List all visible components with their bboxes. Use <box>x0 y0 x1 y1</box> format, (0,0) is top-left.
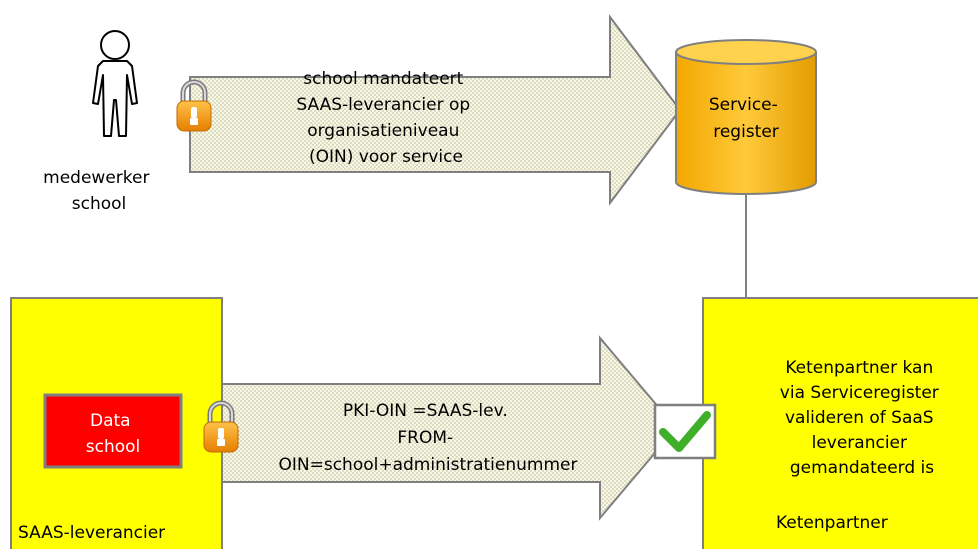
top-arrow-line-3: organisatieniveau <box>307 121 459 141</box>
ketenpartner-line-3: valideren of SaaS <box>785 408 934 428</box>
ketenpartner-line-2: via Serviceregister <box>780 383 939 403</box>
saas-leverancier-label: SAAS-leverancier <box>18 523 165 543</box>
padlock-icon <box>203 400 239 453</box>
top-arrow-line-1: school mandateert <box>303 69 463 89</box>
database-cylinder-icon <box>675 39 817 195</box>
data-school-box <box>43 393 183 469</box>
bottom-arrow-line-3: OIN=school+administratienummer <box>279 455 578 475</box>
top-arrow-line-4: (OIN) voor service <box>309 147 463 167</box>
top-arrow-text: school mandateert SAAS-leverancier op or… <box>296 69 475 167</box>
ketenpartner-line-5: gemandateerd is <box>790 458 934 478</box>
actor-name-line-1: medewerker <box>43 168 149 188</box>
top-arrow-line-2: SAAS-leverancier op <box>296 95 470 115</box>
service-register-line-2: register <box>713 122 779 142</box>
ketenpartner-description: Ketenpartner kan via Serviceregister val… <box>780 358 944 478</box>
ketenpartner-line-4: leverancier <box>812 433 907 453</box>
bottom-arrow-text: PKI-OIN =SAAS-lev. FROM- OIN=school+admi… <box>279 401 578 475</box>
top-arrow <box>189 14 682 206</box>
actor-name: medewerker school <box>43 168 155 214</box>
actor-name-line-2: school <box>72 194 127 214</box>
bottom-arrow-line-1: PKI-OIN =SAAS-lev. <box>343 401 508 421</box>
ketenpartner-line-1: Ketenpartner kan <box>785 358 933 378</box>
ketenpartner-label: Ketenpartner <box>776 513 888 533</box>
data-school-label: Data school <box>86 411 141 457</box>
person-outline-icon <box>92 30 138 137</box>
padlock-icon <box>176 79 212 132</box>
bottom-arrow <box>221 335 678 521</box>
ketenpartner-box <box>702 297 978 549</box>
checkmark-icon <box>653 403 717 460</box>
bottom-arrow-line-2: FROM- <box>397 428 453 448</box>
data-school-line-2: school <box>86 437 141 457</box>
service-register-label: Service- register <box>709 95 783 142</box>
service-register-line-1: Service- <box>709 95 778 115</box>
data-school-line-1: Data <box>90 411 131 431</box>
